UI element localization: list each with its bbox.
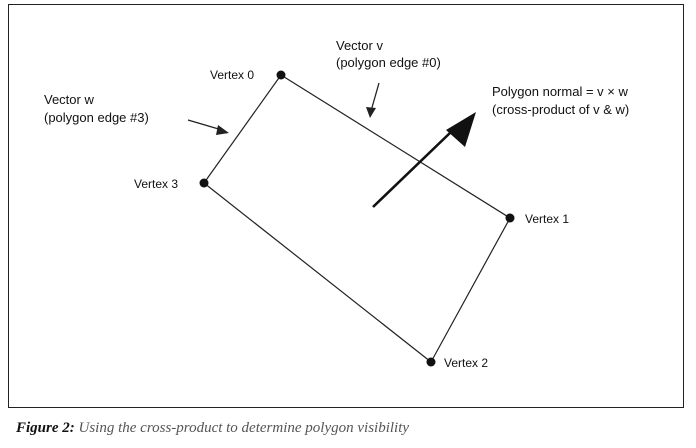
vector-v-pointer-head <box>366 107 376 118</box>
vertex-2-point <box>426 357 436 367</box>
normal-label: Polygon normal = v × w <box>492 84 628 99</box>
edge-2 <box>203 182 432 363</box>
vector-w-label: Vector w <box>44 92 94 107</box>
vertex-1-label: Vertex 1 <box>525 212 570 226</box>
vertex-1-point <box>505 213 515 223</box>
normal-arrow-head <box>446 112 476 147</box>
vertex-3-point <box>199 178 209 188</box>
vertex-0-point <box>276 70 286 80</box>
vector-v-pointer <box>370 82 380 112</box>
vector-w-pointer <box>187 119 223 131</box>
normal-sub-label: (cross-product of v & w) <box>492 102 630 117</box>
vector-w-pointer-head <box>216 125 229 135</box>
figure-caption: Figure 2: Using the cross-product to det… <box>16 420 409 437</box>
edge-1 <box>430 217 511 363</box>
vector-v-sub-label: (polygon edge #0) <box>336 55 441 70</box>
vertex-3-label: Vertex 3 <box>134 177 179 191</box>
vertex-2-label: Vertex 2 <box>444 356 489 370</box>
vector-w-sub-label: (polygon edge #3) <box>44 110 149 125</box>
normal-arrow-shaft <box>372 131 452 208</box>
vector-v-label: Vector v <box>336 38 383 53</box>
edge-0 <box>280 74 511 219</box>
figure-caption-text: Using the cross-product to determine pol… <box>78 420 410 436</box>
diagram-frame <box>8 4 684 408</box>
figure-number: Figure 2: <box>16 420 75 436</box>
vertex-0-label: Vertex 0 <box>210 68 255 82</box>
edge-3 <box>203 74 282 184</box>
